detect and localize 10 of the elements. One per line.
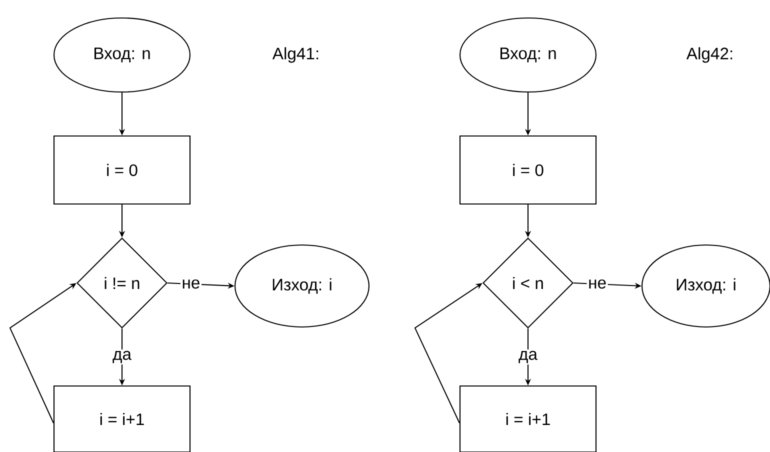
edge-label: да [111, 350, 133, 364]
process-box: i = 0 [459, 135, 597, 205]
edge-label: не [586, 278, 608, 290]
edge-label: не [180, 278, 202, 290]
process-box: i = 0 [53, 135, 191, 205]
algorithm-label: Alg41: [272, 47, 318, 63]
algorithm-label: Alg42: [686, 47, 732, 63]
edge-label: да [517, 350, 539, 364]
process-box: i = i+1 [459, 385, 597, 452]
process-box: i = i+1 [53, 385, 191, 452]
